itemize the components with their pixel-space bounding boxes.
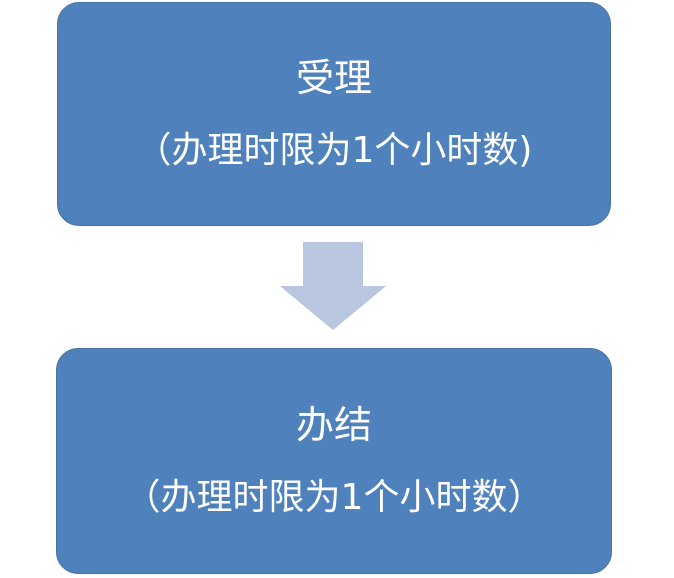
step-detail-accept: （办理时限为1个小时数) bbox=[135, 130, 533, 171]
step-box-complete: 办结 （办理时限为1个小时数） bbox=[56, 348, 612, 574]
step-detail-complete: （办理时限为1个小时数） bbox=[124, 477, 544, 518]
step-title-accept: 受理 bbox=[295, 56, 372, 100]
step-box-accept: 受理 （办理时限为1个小时数) bbox=[57, 2, 611, 226]
step-title-complete: 办结 bbox=[295, 403, 372, 447]
down-arrow-icon bbox=[280, 242, 386, 330]
